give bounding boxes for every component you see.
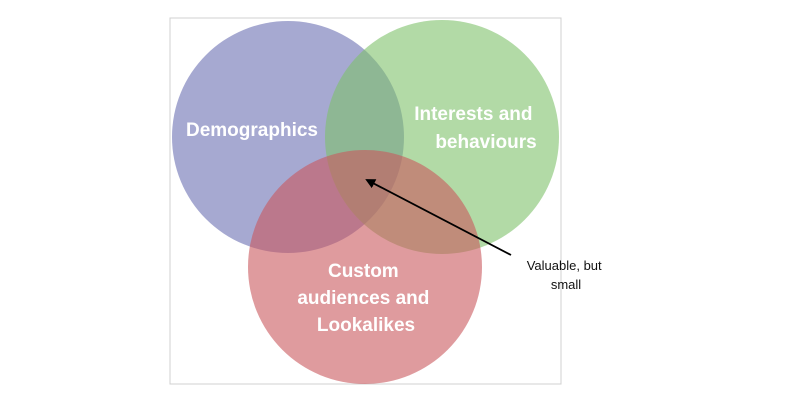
custom-audiences-label: Custom audiences and Lookalikes — [297, 261, 434, 336]
callout-arrow — [365, 179, 512, 256]
demographics-label: Demographics — [186, 120, 318, 141]
callout-text: Valuable, but small — [527, 258, 606, 292]
interests-label: Interests and behaviours — [414, 104, 538, 153]
diagram-frame — [169, 17, 562, 385]
